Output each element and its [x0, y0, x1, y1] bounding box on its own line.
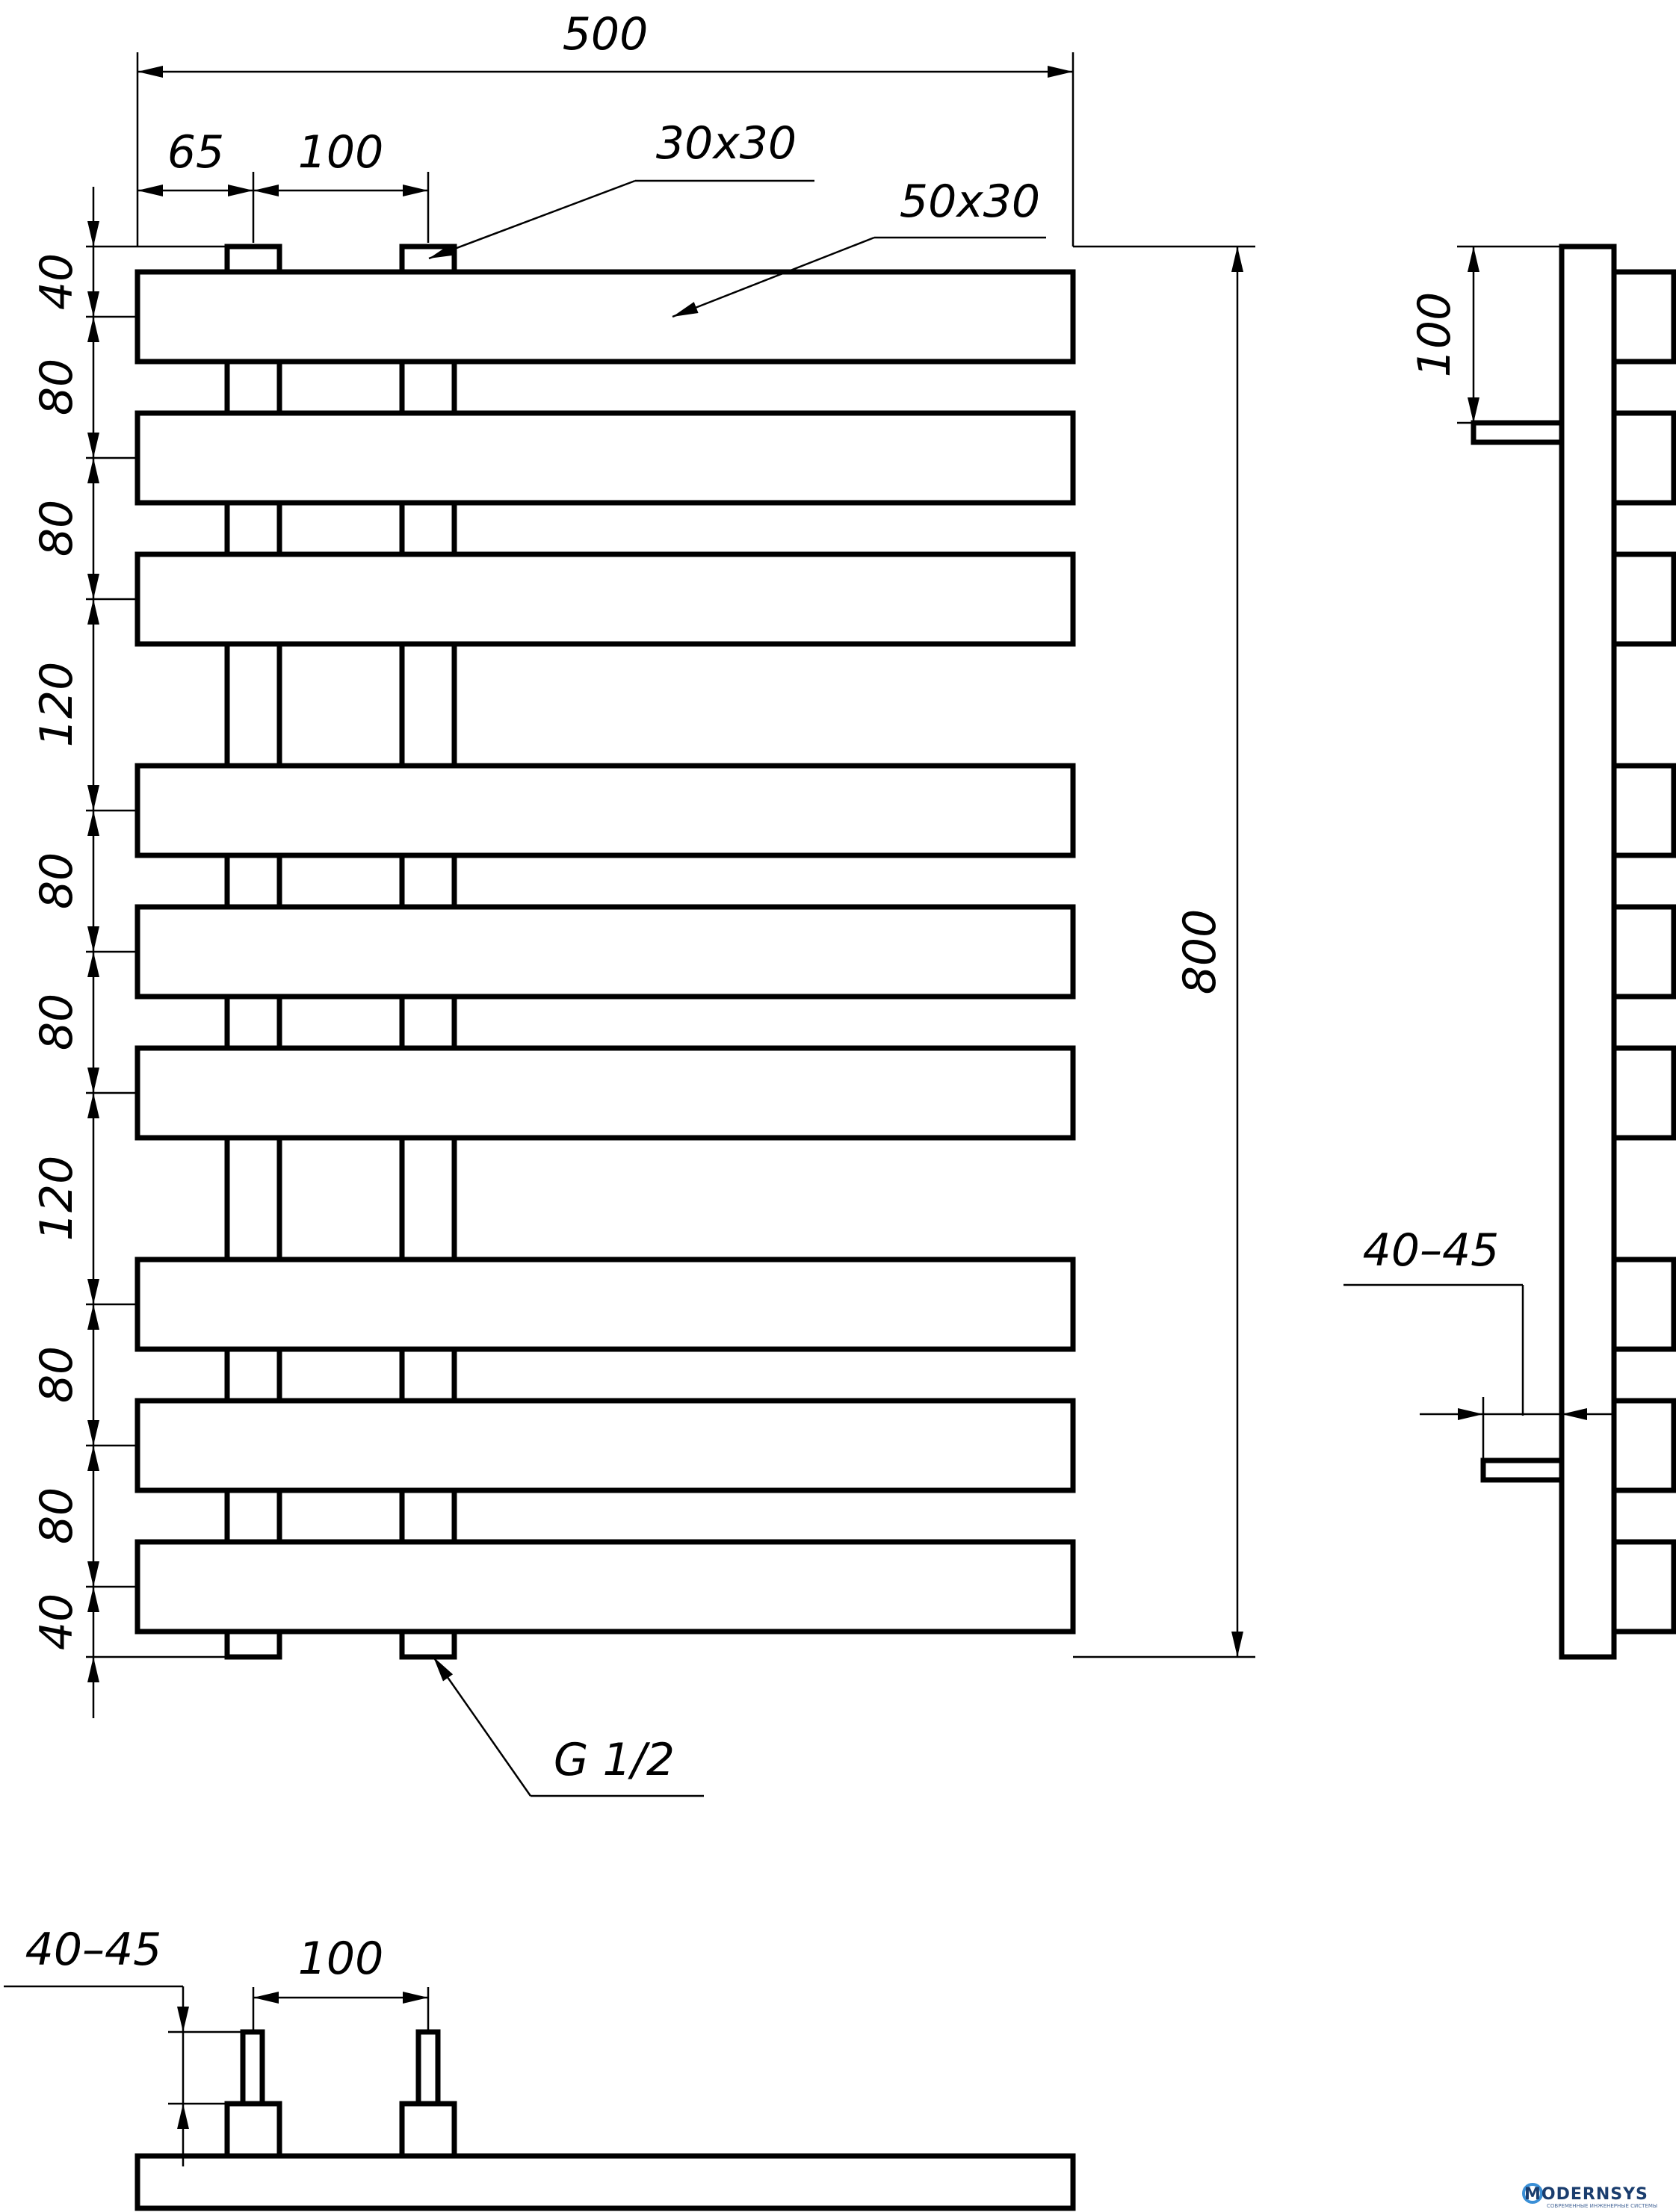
dim-spacing-chain: 40 80 80 120 80 80 120 80 80 40	[31, 187, 227, 1718]
bottom-pipe-stub-left	[240, 2029, 265, 2107]
bar-6	[134, 1045, 1076, 1141]
side-bar-4	[1611, 763, 1676, 858]
label-bottom-wall-distance: 40–45	[25, 1924, 162, 1976]
side-bar-5	[1611, 904, 1676, 1000]
dim-overall-width: 500	[136, 8, 1074, 247]
label-spacing-1: 40	[31, 253, 83, 310]
bottom-pipe-stub-right	[415, 2029, 441, 2107]
bars	[134, 269, 1076, 1635]
label-wall-distance: 40–45	[1363, 1224, 1500, 1277]
leader-connection: G 1/2	[428, 1653, 704, 1797]
dim-bottom-wall-distance: 40–45	[4, 1924, 243, 2166]
side-collector	[1559, 244, 1617, 1660]
side-bottom-bracket	[1480, 1457, 1565, 1483]
bottom-bar	[134, 2153, 1076, 2211]
side-bar-8	[1611, 1398, 1676, 1493]
label-spacing-5: 80	[31, 852, 83, 909]
dim-offsets: 65 100	[137, 126, 430, 243]
label-spacing-4: 120	[31, 662, 83, 748]
logo-mark-icon	[1522, 2183, 1543, 2204]
label-connection: G 1/2	[554, 1734, 675, 1786]
label-bar-section: 50x30	[900, 176, 1040, 228]
label-spacing-7: 120	[31, 1156, 83, 1242]
label-overall-width: 500	[563, 8, 649, 61]
bar-2	[134, 410, 1076, 506]
bar-7	[134, 1257, 1076, 1352]
bottom-view: 40–45 100	[4, 1924, 1076, 2211]
bar-9	[134, 1539, 1076, 1635]
label-side-pipe-offset: 100	[1408, 292, 1461, 378]
bar-4	[134, 763, 1076, 858]
label-pipe-section: 30x30	[656, 117, 797, 170]
brand-logo: MODERNSYS СОВРЕМЕННЫЕ ИНЖЕНЕРНЫЕ СИСТЕМЫ	[1522, 2183, 1657, 2209]
side-top-bracket	[1471, 420, 1565, 445]
side-bar-6	[1611, 1045, 1676, 1141]
label-spacing-9: 80	[31, 1487, 83, 1544]
bar-1	[134, 269, 1076, 365]
leader-pipe-section: 30x30	[427, 117, 814, 264]
label-spacing-6: 80	[31, 994, 83, 1050]
label-spacing-3: 80	[31, 500, 83, 557]
side-view: 100 40–45	[1343, 244, 1676, 1660]
leader-bar-section: 50x30	[670, 176, 1046, 323]
bottom-collector-right	[399, 2101, 457, 2159]
bar-8	[134, 1398, 1076, 1493]
side-bar-1	[1611, 269, 1676, 365]
bar-3	[134, 551, 1076, 647]
label-spacing-2: 80	[31, 359, 83, 415]
label-bottom-pipe-spacing: 100	[298, 1933, 384, 1985]
dim-overall-height: 800	[1073, 245, 1255, 1658]
side-bar-9	[1611, 1539, 1676, 1635]
label-overall-height: 800	[1174, 909, 1226, 995]
label-offset-left: 65	[167, 126, 224, 179]
front-view: 500 65 100 30x30 50x30	[31, 8, 1255, 1797]
side-bar-3	[1611, 551, 1676, 647]
dim-side-pipe-offset: 100	[1408, 245, 1562, 424]
dim-wall-distance: 40–45	[1343, 1224, 1614, 1460]
label-spacing-10: 40	[31, 1593, 83, 1650]
bottom-collector-left	[224, 2101, 282, 2159]
label-pipe-spacing: 100	[298, 126, 384, 179]
logo-tagline: СОВРЕМЕННЫЕ ИНЖЕНЕРНЫЕ СИСТЕМЫ	[1547, 2203, 1657, 2209]
bar-5	[134, 904, 1076, 1000]
side-bar-7	[1611, 1257, 1676, 1352]
logo-name: MODERNSYS	[1524, 2185, 1648, 2204]
label-spacing-8: 80	[31, 1346, 83, 1403]
side-bar-2	[1611, 410, 1676, 506]
dim-bottom-pipe-spacing: 100	[252, 1933, 430, 2032]
